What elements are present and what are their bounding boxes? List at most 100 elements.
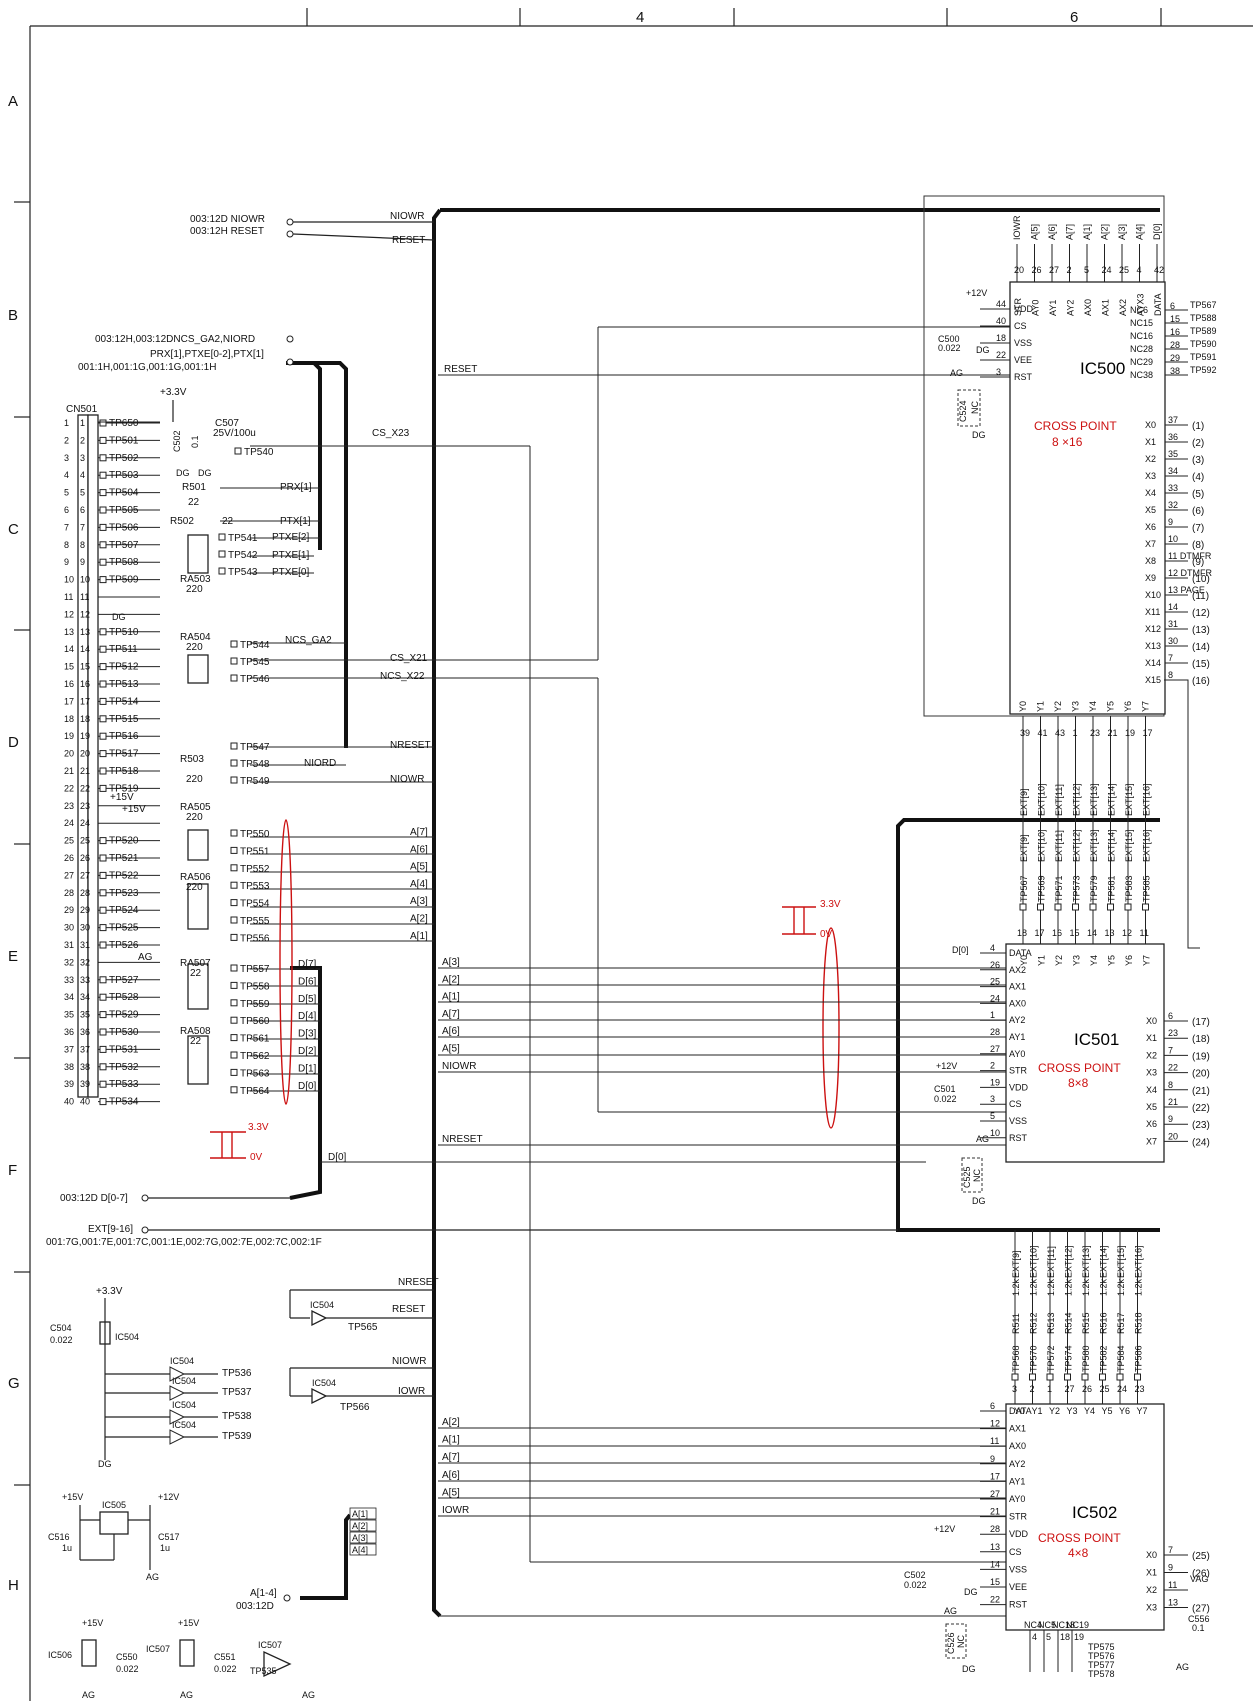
testpoint-pad	[99, 1045, 107, 1053]
ic501-testpoint: TP569	[1037, 875, 1047, 902]
testpoint-pad	[230, 657, 238, 665]
part-ra504: RA504	[180, 632, 211, 643]
ic507-body	[179, 1639, 195, 1667]
ic502-rval: 1.2k	[1081, 1278, 1091, 1296]
ic500-x-out: (12)	[1192, 608, 1210, 619]
ic501-ext: EXT[12]	[1072, 829, 1082, 862]
ic500-x-inner: X3	[1145, 471, 1156, 481]
mid-testpoint: TP551	[240, 846, 270, 857]
ic500-top-net: A[4]	[1135, 224, 1145, 240]
testpoint-pad	[99, 906, 107, 914]
ic502-input-net: A[7]	[442, 1452, 460, 1463]
cn501-pin-num: 4	[64, 470, 69, 480]
left-power: +3.3V C502 0.1 DG DG DG +15V +15V AG	[110, 387, 212, 963]
cn501-pin-num: 15	[64, 662, 74, 672]
testpoint-pad	[230, 964, 238, 972]
cn501-pin-num: 26	[64, 853, 74, 863]
testpoint-pad	[1072, 903, 1079, 911]
ic500-left-pin: 18	[996, 333, 1006, 343]
cn501-pin-num: 16	[64, 679, 74, 689]
cn501-pin-num-inner: 11	[80, 592, 89, 602]
ic500-x-inner: X14	[1145, 658, 1161, 668]
ic500: IC500 CROSS POINT 8 ×16 +12V C500 0.022 …	[923, 195, 1217, 820]
ic500-y-pin: 19	[1125, 728, 1135, 738]
ic501-top-pin: 11	[1140, 928, 1149, 938]
ic501-left-pin: 28	[990, 1027, 1000, 1037]
testpoint-pad	[99, 1080, 107, 1088]
cn501-pin-num-inner: 32	[80, 957, 90, 967]
ic501-x-inner: X3	[1146, 1068, 1157, 1078]
ic502-nc-pin: 4	[1032, 1632, 1037, 1642]
ic500-left-inner: VSS	[1014, 338, 1032, 348]
ic501-left-pin: 5	[990, 1111, 995, 1121]
testpoint-pad	[234, 447, 242, 455]
cn501-pin-num: 28	[64, 888, 74, 898]
cn501-pin-num: 23	[64, 801, 74, 811]
testpoint-pad	[1089, 903, 1097, 911]
testpoint-pad	[99, 976, 107, 984]
net-reset-g: RESET	[392, 1304, 425, 1315]
ic501-top-pin: 15	[1070, 928, 1080, 938]
ic502-c502-val: 0.022	[904, 1580, 927, 1590]
connector-name: CN501	[66, 404, 98, 415]
ic500-y-inner: Y3	[1071, 701, 1081, 712]
row-label: G	[8, 1375, 20, 1392]
testpoint-pad	[230, 1068, 238, 1076]
ic501-left-pin: 4	[990, 943, 995, 953]
cn501-testpoint: TP518	[109, 766, 139, 777]
ic502-y-inner: Y7	[1137, 1406, 1148, 1416]
mid-testpoint: TP545	[240, 657, 270, 668]
ic500-x-out: (14)	[1192, 642, 1210, 653]
ic502-resistor: R514	[1064, 1312, 1074, 1334]
ic502-resistor: R516	[1099, 1312, 1109, 1334]
ic500-left-pin: 40	[996, 316, 1006, 326]
ic502-nc-inner: NC5	[1038, 1620, 1056, 1630]
ic502-top-pin: 1	[1047, 1384, 1052, 1394]
cn501-pin-num: 5	[64, 488, 69, 498]
testpoint-pad	[99, 767, 107, 775]
testpoint-pad	[230, 846, 238, 854]
ic502-input-labels: A[2]A[1]A[7]A[6]A[5]IOWR	[442, 1417, 469, 1516]
ic502-ext: EXT[10]	[1029, 1245, 1039, 1278]
ic500-x-pin: 33	[1168, 483, 1178, 493]
ic501-x-out: (19)	[1192, 1051, 1210, 1062]
ic505-body	[99, 1511, 129, 1535]
cn501-testpoint: TP524	[109, 905, 139, 916]
net-cs-x23: CS_X23	[372, 428, 410, 439]
ic500-top-net: A[2]	[1100, 224, 1110, 240]
cn501-pin-num-inner: 35	[80, 1010, 90, 1020]
ic502-rval: 1.2k	[1116, 1278, 1126, 1296]
ic502-input-net: A[6]	[442, 1470, 460, 1481]
ic502-x-inner: X3	[1146, 1603, 1157, 1613]
ic500-ext: EXT[16]	[1142, 783, 1152, 816]
cn501-testpoint: TP508	[109, 557, 139, 568]
ic501-c501-val: 0.022	[934, 1094, 957, 1104]
ic501-d0: D[0]	[952, 945, 969, 955]
cn501-testpoint: TP509	[109, 575, 139, 586]
mid-testpoint: TP564	[240, 1086, 270, 1097]
row-label: E	[8, 948, 18, 965]
ic500-y-pin: 21	[1108, 728, 1118, 738]
ic500-body	[1009, 281, 1166, 715]
testpoint-pad	[1054, 903, 1062, 911]
ic500-nc-testpoint: TP591	[1190, 352, 1217, 362]
ic500-x-inner: X1	[1145, 437, 1156, 447]
testpoint-pad	[1107, 903, 1114, 911]
ic500-top-pin: 5	[1084, 265, 1089, 275]
ic501-x-pin: 6	[1168, 1011, 1173, 1021]
ic501-x-inner: X4	[1146, 1085, 1157, 1095]
ic502-ext: EXT[9]	[1011, 1250, 1021, 1278]
cn501-pin-num: 18	[64, 714, 74, 724]
testpoint-pad	[99, 924, 107, 932]
cn501-pin-num-inner: 14	[80, 644, 90, 654]
ic500-top-inner: DATA	[1153, 293, 1163, 316]
part-c550-val: 0.022	[116, 1664, 139, 1674]
cn501-pin-num: 24	[64, 818, 74, 828]
ic500-top-pin: 25	[1119, 265, 1129, 275]
ic501-input-net: NIOWR	[442, 1061, 476, 1072]
cn501-pin-num: 19	[64, 731, 74, 741]
ic501-testpoint: TP583	[1124, 875, 1134, 902]
ic504-gate-4	[169, 1429, 186, 1445]
ic502-y-inner: Y2	[1049, 1406, 1060, 1416]
ic502-testpoint: TP570	[1029, 1345, 1039, 1372]
